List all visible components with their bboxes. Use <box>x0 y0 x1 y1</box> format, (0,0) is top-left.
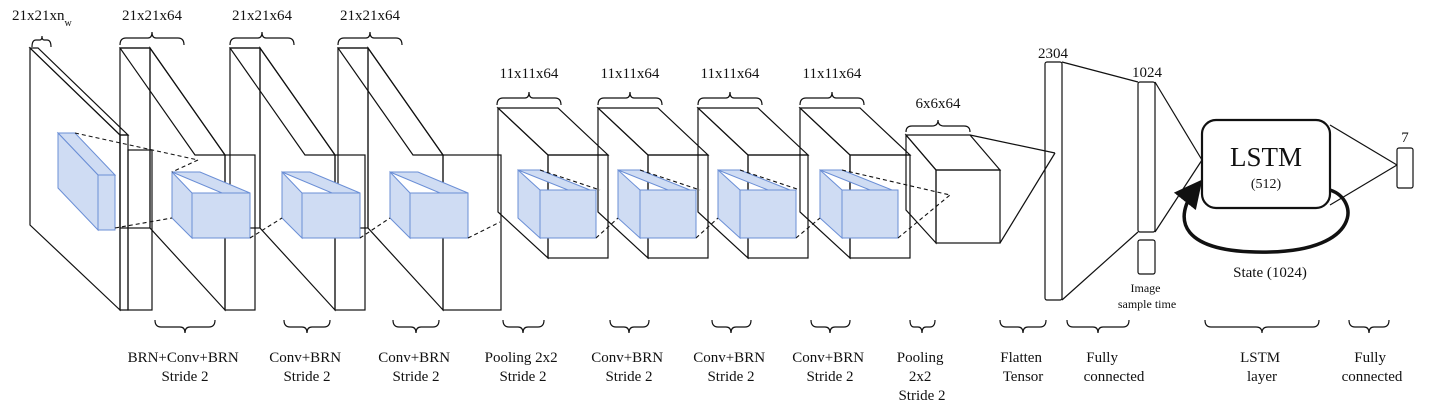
mid-dim-label-3: 11x11x64 <box>701 66 760 82</box>
mid-dim-label-4: 11x11x64 <box>803 66 862 82</box>
layer-label-2: Conv+BRN Stride 2 <box>269 350 345 385</box>
lstm-connections <box>1154 81 1203 233</box>
lstm-title: LSTM <box>1230 142 1302 172</box>
flatten-size-label: 2304 <box>1038 46 1069 62</box>
state-label: State (1024) <box>1233 265 1307 281</box>
layer-label-10: Fully connected <box>1084 350 1145 385</box>
layer-label-5: Conv+BRN Stride 2 <box>591 350 667 385</box>
conv-dim-label-2: 21x21x64 <box>232 8 293 24</box>
conv-kernel-2 <box>281 170 361 240</box>
output-vector <box>1396 147 1414 189</box>
conv-dim-label-1: 21x21x64 <box>122 8 183 24</box>
fc-size-label: 1024 <box>1132 65 1163 81</box>
pool-volume <box>904 133 1002 245</box>
lstm-box <box>1200 118 1332 210</box>
layer-label-12: Fully connected <box>1342 350 1403 385</box>
mid-kernel-2 <box>617 168 697 240</box>
output-size-label: 7 <box>1401 130 1409 146</box>
flatten-funnel <box>969 134 1056 244</box>
fc-funnel <box>1061 61 1139 301</box>
lstm-units: (512) <box>1251 177 1282 192</box>
fc-vector <box>1137 81 1156 233</box>
image-sample-time-label: Image sample time <box>1118 281 1176 311</box>
input-dim-label: 21x21xnw <box>12 8 73 29</box>
layer-label-7: Conv+BRN Stride 2 <box>792 350 868 385</box>
conv-dim-label-3: 21x21x64 <box>340 8 401 24</box>
mid-kernel-1 <box>517 168 597 240</box>
output-connections <box>1329 124 1398 206</box>
layer-label-9: Flatten Tensor <box>1000 350 1045 385</box>
layer-label-6: Conv+BRN Stride 2 <box>693 350 769 385</box>
top-braces <box>31 31 971 133</box>
mid-kernel-4 <box>819 168 899 240</box>
mid-dim-label-1: 11x11x64 <box>500 66 559 82</box>
conv-kernel-3 <box>389 170 469 240</box>
layer-label-1: BRN+Conv+BRN Stride 2 <box>128 350 243 385</box>
layer-label-3: Conv+BRN Stride 2 <box>378 350 454 385</box>
state-loop-arrow <box>1173 179 1350 254</box>
mid-kernel-3 <box>717 168 797 240</box>
pool-dim-label: 6x6x64 <box>916 96 962 112</box>
bottom-braces <box>154 319 1390 334</box>
layer-label-4: Pooling 2x2 Stride 2 <box>485 350 562 385</box>
flatten-vector <box>1044 61 1063 301</box>
conv-kernel-1 <box>171 170 251 240</box>
projection-lines-1 <box>74 132 501 239</box>
projection-lines-2 <box>539 169 951 239</box>
layer-label-11: LSTM layer <box>1240 350 1284 385</box>
layer-label-8: Pooling 2x2 Stride 2 <box>897 350 947 404</box>
input-kernel <box>56 131 117 232</box>
image-sample-time-box <box>1137 239 1156 275</box>
mid-dim-label-2: 11x11x64 <box>601 66 660 82</box>
